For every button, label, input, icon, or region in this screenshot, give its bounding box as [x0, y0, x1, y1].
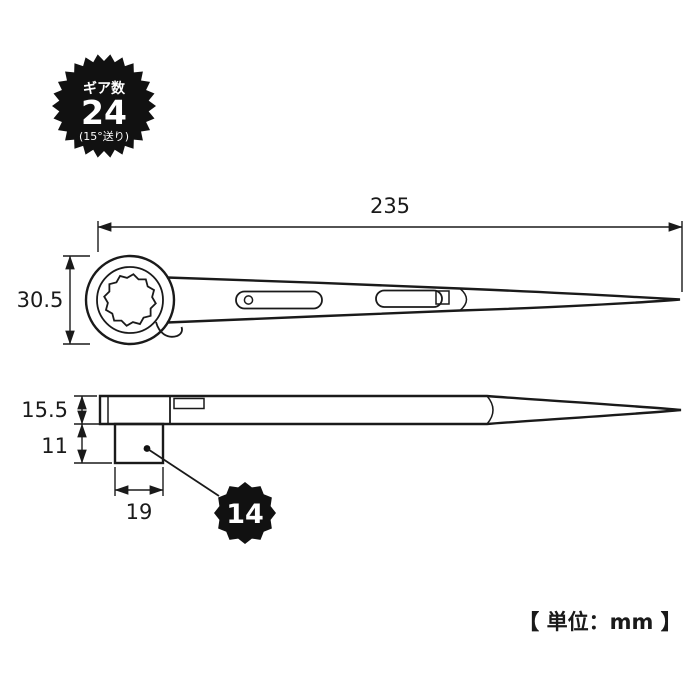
- head-inner-ring: [96, 266, 164, 334]
- slot-1-pin: [243, 295, 254, 305]
- wrench-top-view: [84, 254, 681, 346]
- gear-badge-burst: [52, 54, 156, 158]
- gear-badge-note: (15°送り): [79, 129, 129, 143]
- taper-transition-line: [459, 287, 468, 312]
- gear-badge-label: ギア数: [83, 80, 126, 97]
- dim-overall-length: 235: [97, 194, 683, 292]
- handle-slot-2: [375, 289, 443, 308]
- handle-outline: [166, 276, 681, 324]
- wrench-side-view: [98, 394, 682, 465]
- unit-label: 【 単位：mm 】: [518, 610, 681, 634]
- dim-socket-width: 19: [114, 467, 164, 524]
- slot-2-pin-square: [435, 290, 450, 305]
- dim-socket-width-text: 19: [126, 500, 153, 524]
- dim-head-height: 30.5: [17, 255, 90, 345]
- dim-head-thickness-text: 15.5: [21, 398, 68, 422]
- side-outline: [98, 394, 682, 426]
- dim-head-height-text: 30.5: [17, 288, 64, 312]
- socket-badge-gear: [214, 482, 276, 544]
- gear-count-badge: ギア数 24 (15°送り): [52, 54, 156, 158]
- handle-slot-1: [235, 290, 323, 310]
- square-socket-end: [113, 422, 165, 465]
- side-lever-detail: [173, 397, 205, 410]
- head-outer-ring: [84, 254, 176, 346]
- gear-badge-value: 24: [81, 93, 127, 132]
- dim-socket-depth: 11: [41, 423, 112, 464]
- socket-size-badge: 14: [146, 447, 276, 544]
- socket-opening-12pt: [103, 273, 157, 327]
- dim-head-thickness: 15.5: [21, 395, 112, 425]
- socket-badge-value: 14: [226, 499, 264, 530]
- dim-socket-depth-text: 11: [41, 434, 68, 458]
- reverse-lever: [155, 321, 183, 338]
- badge-leader-line: [146, 447, 220, 497]
- dim-overall-length-text: 235: [370, 194, 410, 218]
- side-taper-transition: [486, 395, 494, 425]
